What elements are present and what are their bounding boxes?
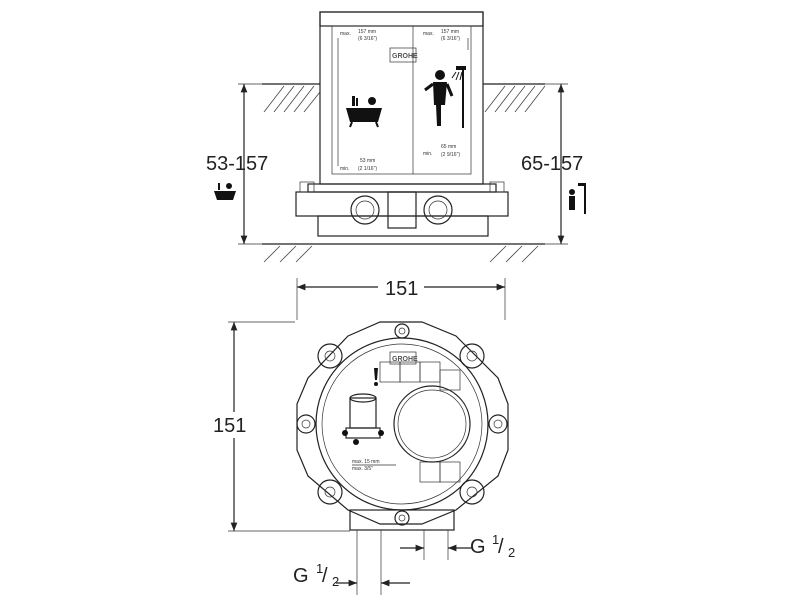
svg-text:1: 1: [492, 532, 499, 547]
max-left-label: max.: [340, 31, 351, 37]
tile-grid: [379, 361, 461, 483]
svg-text:GROHE: GROHE: [392, 53, 418, 60]
min-left-label: min.: [340, 166, 349, 172]
grohe-logo: GROHE: [389, 47, 418, 63]
thread-label-right: G 1 / 2: [470, 532, 515, 560]
cartridge-cap: [393, 385, 471, 463]
dim-height: 151: [213, 415, 246, 437]
max-depth-mm: max. 15 mm: [352, 459, 380, 465]
svg-text:1: 1: [316, 561, 323, 576]
max-depth-inch: max. 3/5": [352, 466, 373, 472]
side-view: max. 157 mm (6 3/16") max. 157 mm (6 3/1…: [206, 11, 586, 263]
housing-octagon: [296, 321, 509, 525]
cylinder-icon: [342, 393, 384, 445]
outlet-stub: [349, 509, 455, 531]
grohe-logo-top: GROHE: [389, 351, 418, 365]
ground-hatch-bottom: [262, 243, 545, 263]
mounting-lugs: [296, 323, 508, 526]
ground-hatch-right: [483, 83, 546, 113]
thread-label-left: G 1 / 2: [293, 561, 339, 589]
max-right-value: 157 mm: [441, 29, 459, 35]
svg-text:G: G: [293, 565, 309, 587]
max-right-inch: (6 3/16"): [441, 36, 460, 42]
dim-bath-depth: 53-157: [206, 153, 268, 175]
max-left-inch: (6 3/16"): [358, 36, 377, 42]
min-right-label: min.: [423, 151, 432, 157]
svg-text:/: /: [498, 536, 504, 558]
max-right-label: max.: [423, 31, 434, 37]
valve-base: [295, 181, 509, 237]
dim-shower-depth: 65-157: [521, 153, 583, 175]
min-left-inch: (2 1/16"): [358, 166, 377, 172]
min-left-value: 53 mm: [360, 158, 375, 164]
bathtub-icon: [346, 96, 382, 128]
max-left-value: 157 mm: [358, 29, 376, 35]
svg-text:2: 2: [508, 545, 515, 560]
top-view: 151 151: [212, 274, 515, 595]
small-shower-icon: [569, 183, 586, 214]
svg-text:/: /: [322, 565, 328, 587]
svg-text:2: 2: [332, 574, 339, 589]
small-bathtub-icon: [214, 183, 236, 200]
svg-text:GROHE: GROHE: [392, 356, 418, 363]
svg-text:G: G: [470, 536, 486, 558]
ground-hatch-left: [262, 83, 321, 113]
shower-person-icon: [424, 66, 466, 128]
min-right-value: 65 mm: [441, 144, 456, 150]
min-right-inch: (2 9/16"): [441, 152, 460, 158]
warning-icon: [374, 368, 378, 386]
dim-width: 151: [385, 278, 418, 300]
